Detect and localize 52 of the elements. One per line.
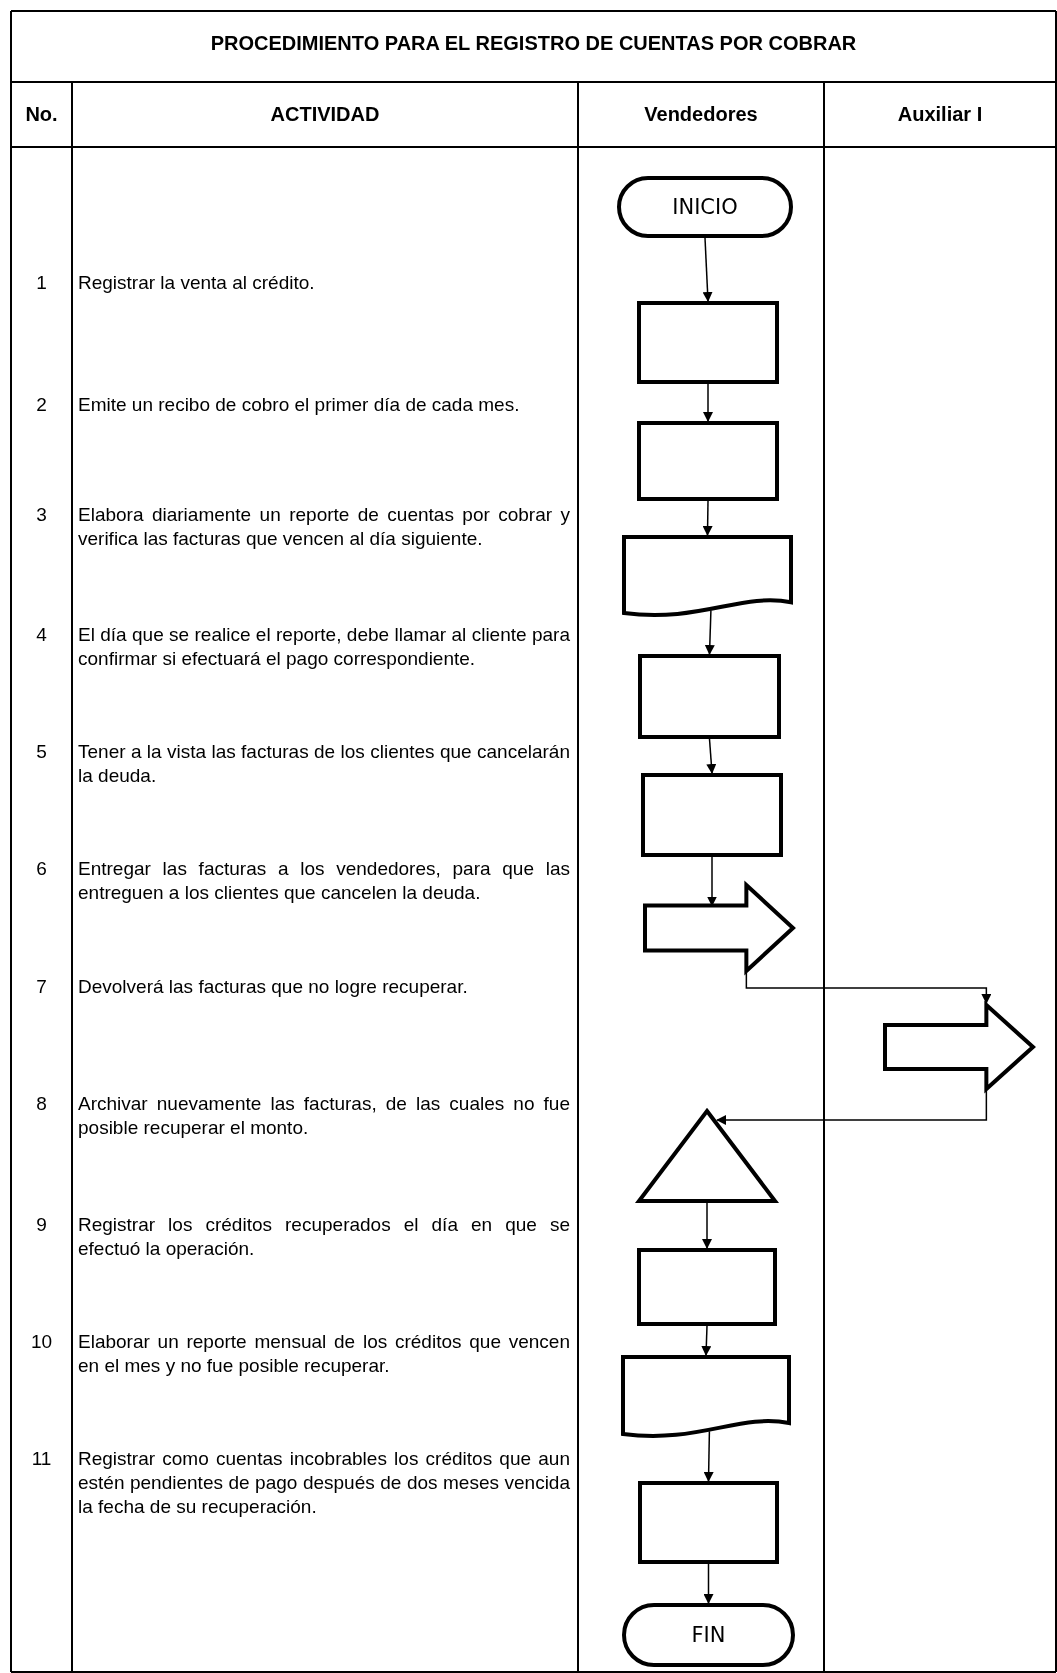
activity-text: Devolverá las facturas que no logre recuperar. — [78, 975, 469, 999]
step-number: 11 — [30, 1447, 53, 1471]
arrow — [701, 1325, 712, 1356]
arrow — [702, 500, 713, 536]
step-number: 2 — [35, 393, 48, 417]
archive-triangle — [637, 1109, 777, 1203]
arrow — [703, 1430, 714, 1482]
document-shape — [621, 1355, 791, 1438]
terminal-label: INICIO — [671, 195, 739, 219]
step-number: 9 — [35, 1213, 48, 1237]
arrow — [716, 1090, 988, 1125]
activity-text: Tener a la vista las facturas de los clientes que cancelarán la deuda. — [78, 740, 570, 788]
process-box — [637, 421, 779, 501]
document-shape — [622, 535, 793, 617]
activity-text: Emite un recibo de cobro el primer día de cada mes. — [78, 393, 521, 417]
process-box — [638, 1481, 779, 1564]
activity-text: Archivar nuevamente las facturas, de las cuales no fue posible recuperar el monto. — [78, 1092, 570, 1140]
column-header: ACTIVIDAD — [269, 103, 381, 126]
arrow — [702, 1202, 712, 1249]
arrow — [704, 609, 715, 655]
terminal-label: FIN — [690, 1623, 727, 1647]
activity-text: Registrar la venta al crédito. — [78, 271, 316, 295]
activity-text: Registrar los créditos recuperados el día en que se efectuó la operación. — [78, 1213, 570, 1261]
column-header: Auxiliar I — [896, 103, 984, 126]
column-header: Vendedores — [643, 103, 759, 126]
process-box — [641, 773, 783, 857]
step-number: 6 — [35, 857, 48, 881]
step-number: 10 — [29, 1330, 54, 1354]
activity-text: Elaborar un reporte mensual de los créditos que vencen en el mes y no fue posible recuperar. — [78, 1330, 570, 1378]
activity-text: El día que se realice el reporte, debe llamar al cliente para confirmar si efectuará el pago correspondiente. — [78, 623, 570, 671]
process-box — [637, 1248, 777, 1326]
arrow — [703, 383, 713, 422]
table-title: PROCEDIMIENTO PARA EL REGISTRO DE CUENTAS POR COBRAR — [209, 32, 858, 55]
activity-text: Entregar las facturas a los vendedores, para que las entreguen a los clientes que cancelen la deuda. — [78, 857, 570, 905]
step-number: 5 — [35, 740, 48, 764]
activity-text: Registrar como cuentas incobrables los créditos que aun estén pendientes de pago después de dos meses vencida la fecha de su recuperación. — [78, 1447, 570, 1519]
arrow — [703, 1563, 714, 1604]
step-number: 4 — [35, 623, 48, 647]
arrow — [702, 237, 713, 302]
terminal-shape — [622, 1603, 795, 1667]
column-header: No. — [24, 103, 59, 126]
activity-text: Elabora diariamente un reporte de cuentas por cobrar y verifica las facturas que vencen al día siguiente. — [78, 503, 570, 551]
step-number: 8 — [35, 1092, 48, 1116]
step-number: 1 — [35, 271, 48, 295]
block-arrow — [643, 883, 795, 973]
step-number: 3 — [35, 503, 48, 527]
process-box — [637, 301, 779, 384]
arrow — [706, 738, 717, 774]
arrow — [745, 972, 992, 1004]
block-arrow — [883, 1003, 1035, 1091]
step-number: 7 — [35, 975, 48, 999]
process-box — [638, 654, 781, 739]
